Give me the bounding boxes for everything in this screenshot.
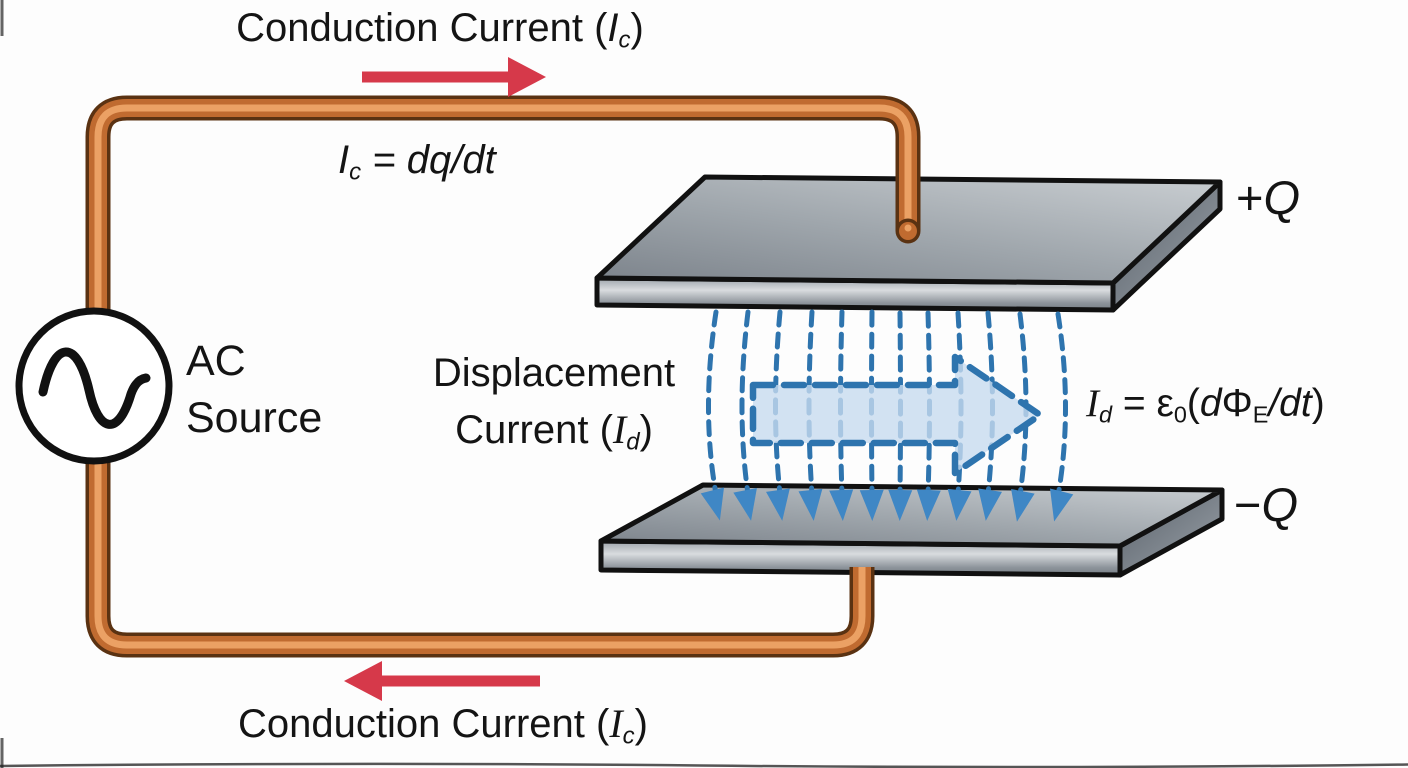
open-paren: ( — [1186, 382, 1200, 425]
current-symbol: I — [609, 701, 623, 746]
charge-sign: + — [1236, 171, 1264, 224]
conduction-current-top-label: Conduction Current (Ic) — [180, 6, 700, 55]
epsilon-symbol: ε — [1156, 382, 1174, 425]
displacement-current-label: Displacement Current (Id) — [404, 345, 704, 460]
charge-symbol: Q — [1263, 171, 1301, 224]
label-text-close: ) — [630, 6, 644, 50]
charge-symbol: Q — [1261, 478, 1299, 531]
field-line-arrowheads — [700, 487, 1074, 522]
formula-subscript: d — [1099, 401, 1113, 428]
formula-symbol: I — [338, 138, 350, 182]
formula-subscript: c — [349, 158, 362, 186]
dt-symbol: /dt — [1268, 382, 1312, 425]
ac-source-circle — [15, 307, 173, 465]
sine-wave-icon — [38, 347, 151, 429]
displacement-line1: Displacement — [432, 351, 676, 395]
conduction-current-bottom-label: Conduction Current (Ic) — [183, 700, 703, 751]
displacement-current-arrow — [749, 353, 1044, 477]
label-text-close: ) — [639, 407, 653, 452]
bottom-plate — [598, 482, 1225, 578]
current-subscript: d — [626, 428, 640, 456]
conduction-arrow-top — [362, 57, 546, 97]
current-symbol: I — [612, 406, 627, 452]
label-text: Conduction Current ( — [238, 702, 610, 746]
label-text-close: ) — [634, 702, 648, 746]
ac-source-label: AC Source — [186, 333, 322, 447]
conduction-current-formula: Ic = dq/dt — [338, 138, 496, 187]
conduction-arrow-bottom — [344, 661, 540, 701]
epsilon-subscript: 0 — [1173, 401, 1187, 428]
close-paren: ) — [1311, 382, 1325, 425]
bottom-plate-charge-label: −Q — [1234, 477, 1298, 532]
phi-subscript: E — [1252, 401, 1269, 428]
displacement-current-formula: Id = ε0(dΦE/dt) — [1086, 381, 1325, 429]
bottom-edge-artifact — [0, 762, 1408, 768]
top-plate-charge-label: +Q — [1236, 170, 1300, 225]
label-text: Conduction Current ( — [236, 6, 608, 50]
bottom-plate-top-face — [598, 482, 1225, 549]
wire-tip-highlight — [904, 224, 912, 232]
formula-rest: = dq/dt — [361, 138, 496, 182]
current-subscript: c — [618, 26, 631, 54]
equals: = — [1112, 382, 1157, 425]
formula-symbol: I — [1086, 382, 1099, 425]
current-symbol: I — [607, 6, 619, 50]
d-symbol: d — [1199, 382, 1222, 425]
label-text: Current ( — [455, 407, 613, 452]
ac-source-line2: Source — [186, 394, 323, 443]
ac-source-symbol — [15, 307, 173, 465]
current-subscript: c — [622, 722, 635, 750]
charge-sign: − — [1234, 478, 1262, 531]
displacement-line2: Current (Id) — [404, 402, 704, 460]
ac-source-line1: AC — [186, 337, 246, 385]
phi-symbol: Φ — [1221, 382, 1253, 425]
